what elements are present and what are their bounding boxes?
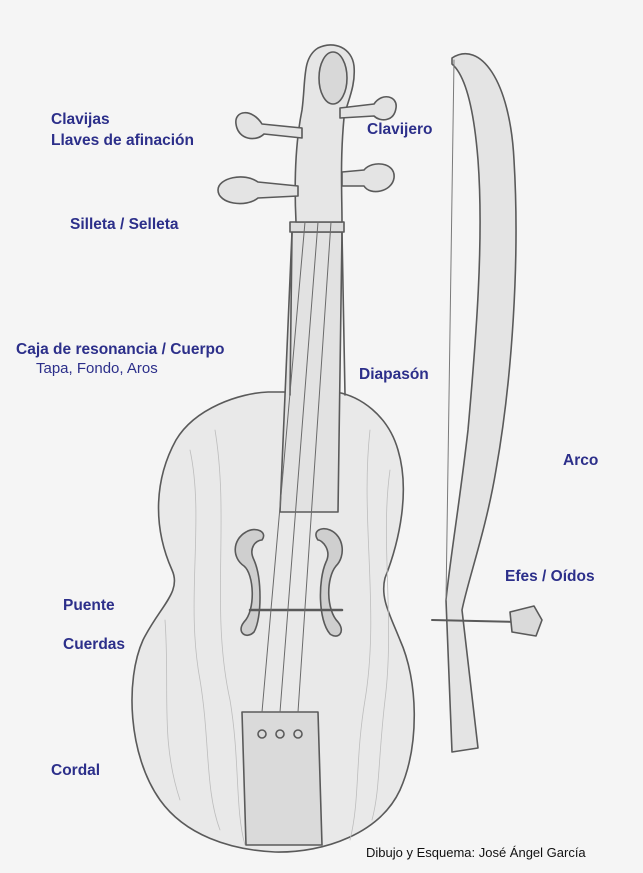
tailpiece — [242, 712, 322, 845]
label-clavijas: Clavijas — [51, 110, 110, 129]
bow-screw — [432, 620, 520, 622]
label-clavijero: Clavijero — [367, 120, 432, 139]
bow-hair — [446, 60, 454, 600]
peg-mid-left — [218, 177, 298, 204]
label-caja: Caja de resonancia / Cuerpo — [16, 340, 224, 359]
peg-top — [236, 113, 302, 139]
label-cordal: Cordal — [51, 761, 100, 780]
peg-mid-right — [342, 164, 394, 192]
neck-right — [342, 232, 345, 395]
label-llaves: Llaves de afinación — [51, 131, 194, 150]
scroll — [319, 52, 347, 104]
bow-frog — [510, 606, 542, 636]
label-cuerdas: Cuerdas — [63, 635, 125, 654]
label-caja-sub: Tapa, Fondo, Aros — [36, 360, 158, 377]
credit-text: Dibujo y Esquema: José Ángel García — [366, 845, 586, 860]
label-silleta: Silleta / Selleta — [70, 215, 179, 234]
label-diapason: Diapasón — [359, 365, 429, 384]
fingerboard — [280, 232, 342, 512]
label-puente: Puente — [63, 596, 115, 615]
label-arco: Arco — [563, 451, 598, 470]
bow-stick — [446, 54, 516, 752]
label-efes: Efes / Oídos — [505, 567, 595, 586]
